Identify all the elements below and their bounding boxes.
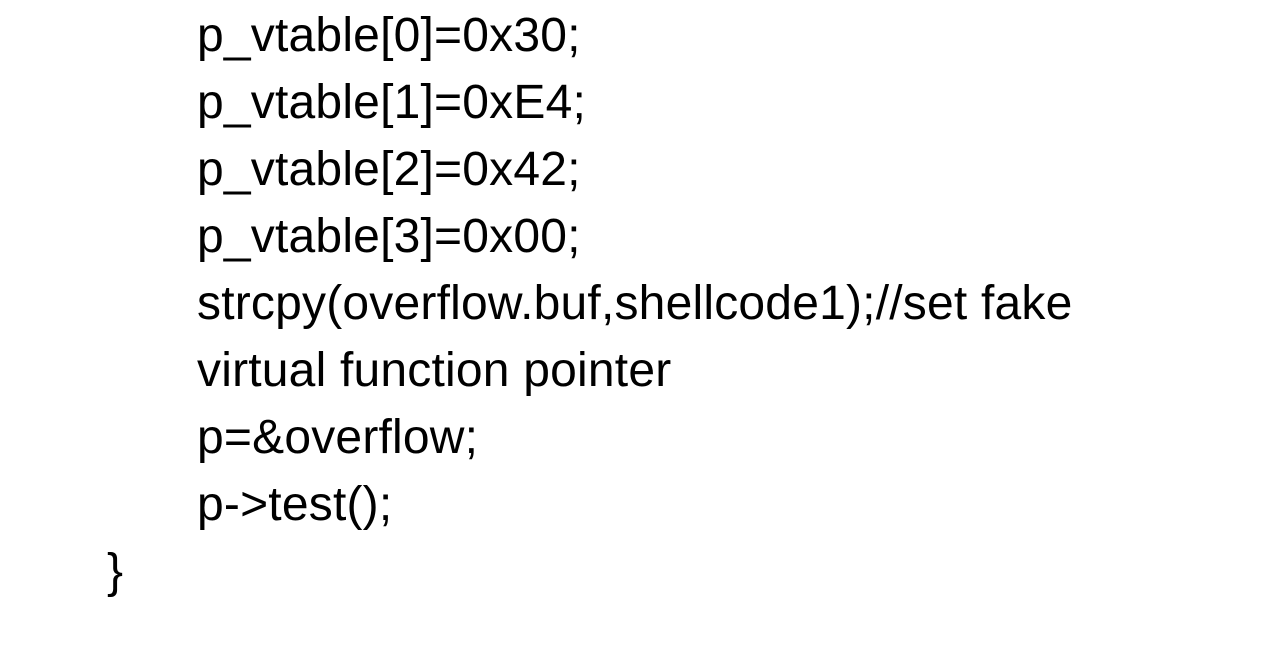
- code-line: p_vtable[3]=0x00;: [197, 210, 581, 263]
- closing-brace: }: [107, 545, 124, 598]
- code-line: p=&overflow;: [197, 411, 479, 464]
- code-line: strcpy(overflow.buf,shellcode1);//set fa…: [197, 277, 1073, 330]
- code-line: p_vtable[2]=0x42;: [197, 143, 581, 196]
- code-line: virtual function pointer: [197, 344, 672, 397]
- code-block: p_vtable[0]=0x30; p_vtable[1]=0xE4; p_vt…: [0, 2, 1270, 605]
- code-line: p->test();: [197, 478, 393, 531]
- code-line: p_vtable[1]=0xE4;: [197, 76, 587, 129]
- code-line: p_vtable[0]=0x30;: [197, 9, 581, 62]
